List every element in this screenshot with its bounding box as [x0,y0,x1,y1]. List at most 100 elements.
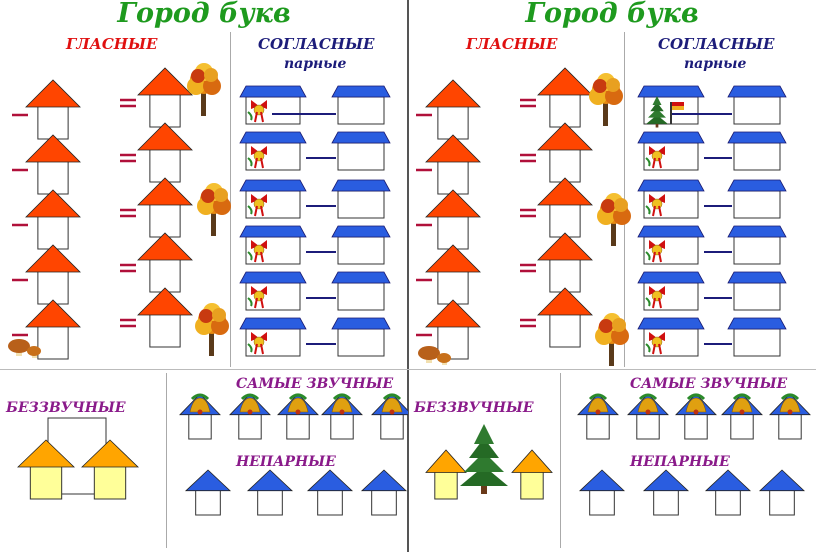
unpaired-label: НЕПАРНЫЕ [630,454,730,470]
fir-tree-icon [460,424,508,494]
unpaired-house [704,469,752,516]
vowels-label: ГЛАСНЫЕ [466,35,558,53]
sonorous-house [321,393,363,440]
vowel-house [537,67,593,128]
autumn-tree-icon [187,63,221,116]
bell-icon [331,393,353,415]
bell-icon [645,332,665,355]
paired-house-left [239,317,307,357]
vowel-house [25,299,81,360]
autumn-tree-icon [589,73,623,126]
vowel-house [137,177,193,238]
voiceless-house [81,439,139,500]
vowel-house [25,189,81,250]
bell-icon [779,393,801,415]
paired-house-right [331,85,391,125]
paired-house-left [239,85,307,125]
bell-icon [287,393,309,415]
vowel-house [137,122,193,183]
unpaired-house [306,469,354,516]
paired-house-right [727,271,787,311]
paired-house-left [239,179,307,219]
paired-house-right [331,225,391,265]
bell-icon [189,393,211,415]
autumn-tree-icon [595,313,629,366]
unpaired-house [642,469,690,516]
paired-house-right [331,179,391,219]
unpaired-label: НЕПАРНЫЕ [236,454,336,470]
paired-house-left [637,271,705,311]
vowel-house [25,244,81,305]
bell-icon [381,393,403,415]
vowel-house [425,244,481,305]
fir-tree-icon [646,96,668,128]
vowel-consonant-divider [230,32,231,367]
vowel-house [537,122,593,183]
sonorous-label: САМЫЕ ЗВУЧНЫЕ [630,376,788,392]
voiceless-house [425,449,467,500]
unpaired-house [578,469,626,516]
paired-house-left [239,131,307,171]
vowel-house [425,134,481,195]
panel-divider [407,0,409,552]
voiceless-label: БЕЗЗВУЧНЫЕ [414,400,534,416]
autumn-tree-icon [197,183,231,236]
voiceless-house [511,449,553,500]
vowels-label: ГЛАСНЫЕ [66,35,158,53]
unpaired-house [246,469,294,516]
house-scene [8,63,408,516]
paired-house-left [239,271,307,311]
mushroom-icon [8,339,41,358]
bottom-divider [560,373,561,548]
autumn-tree-icon [195,303,229,356]
bottom-divider [166,373,167,548]
voiceless-house [17,439,75,500]
bell-icon [645,240,665,263]
vowel-house [137,287,193,348]
vowel-house [537,287,593,348]
paired-house-right [727,179,787,219]
paired-house-right [331,317,391,357]
section-divider [408,369,816,370]
bell-icon [247,286,267,309]
vowel-house [537,232,593,293]
flag-icon [670,102,684,124]
panel-right: Город букв ГЛАСНЫЕ СОГЛАСНЫЕ парные БЕЗЗ… [408,0,816,552]
autumn-tree-icon [597,193,631,246]
bell-icon [685,393,707,415]
bell-icon [731,393,753,415]
paired-house-left [637,225,705,265]
consonants-label: СОГЛАСНЫЕ [658,35,775,53]
bell-icon [247,240,267,263]
bell-icon [247,100,267,123]
paired-house-left [637,317,705,357]
bell-icon [247,194,267,217]
vowel-house [25,79,81,140]
house-scene [416,67,811,516]
unpaired-house [184,469,232,516]
sonorous-label: САМЫЕ ЗВУЧНЫЕ [236,376,394,392]
bell-icon [587,393,609,415]
unpaired-house [758,469,806,516]
paired-house-right [331,271,391,311]
paired-house-right [331,131,391,171]
vowel-house [537,177,593,238]
unpaired-house [360,469,408,516]
bell-icon [645,194,665,217]
bell-icon [239,393,261,415]
vowel-house [137,67,193,128]
vowel-house [425,189,481,250]
paired-label: парные [684,56,747,72]
voiceless-label: БЕЗЗВУЧНЫЕ [6,400,126,416]
bell-icon [645,146,665,169]
bell-icon [637,393,659,415]
bell-icon [645,286,665,309]
paired-house-left [637,131,705,171]
paired-label: парные [284,56,347,72]
page-title: Город букв [117,0,291,29]
consonants-label: СОГЛАСНЫЕ [258,35,375,53]
vowel-house [137,232,193,293]
paired-house-right [727,317,787,357]
section-divider [0,369,408,370]
panel-left: Город букв ГЛАСНЫЕ СОГЛАСНЫЕ парные БЕЗЗ… [0,0,408,548]
